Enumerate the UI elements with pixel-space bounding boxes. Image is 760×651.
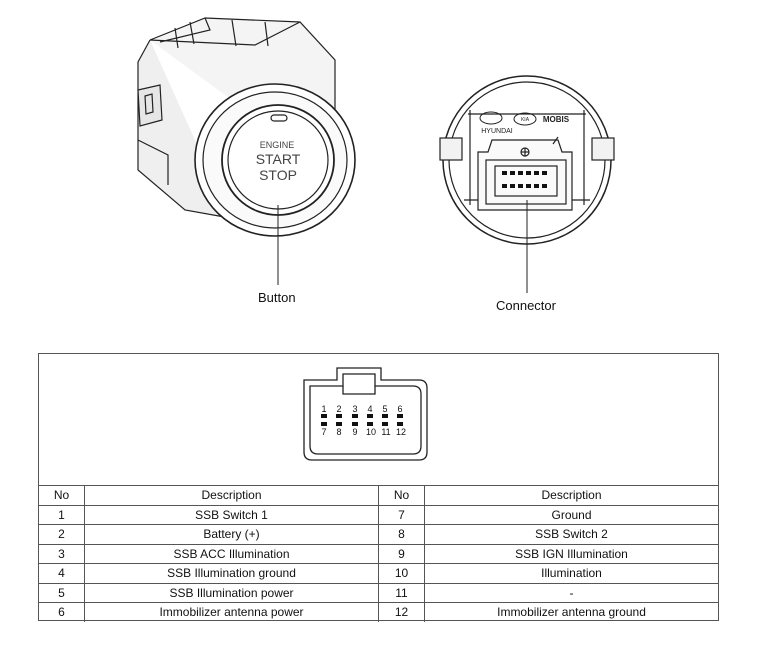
table-row: 1 SSB Switch 1 7 Ground — [39, 504, 718, 525]
pin-number: 9 — [378, 543, 425, 564]
pin-description-table: No Description No Description 1 SSB Swit… — [39, 485, 718, 622]
pin-label: 4 — [367, 404, 372, 414]
table-row: 4 SSB Illumination ground 10 Illuminatio… — [39, 563, 718, 584]
pin-label: 11 — [381, 427, 390, 437]
pin-number: 8 — [378, 524, 425, 545]
table-row: 3 SSB ACC Illumination 9 SSB IGN Illumin… — [39, 543, 718, 564]
hyundai-logo: HYUNDAI — [479, 111, 513, 135]
pin-description: SSB ACC Illumination — [84, 543, 379, 564]
table-row: 6 Immobilizer antenna power 12 Immobiliz… — [39, 602, 718, 622]
pin-label: 8 — [336, 427, 341, 437]
pin-description: Ground — [424, 504, 718, 525]
component-illustrations: ENGINE START STOP HYUNDAI KIA M — [137, 17, 615, 293]
kia-logo: KIA — [513, 112, 537, 126]
mobis-logo-text: MOBIS — [543, 115, 570, 124]
pin-description: SSB IGN Illumination — [424, 543, 718, 564]
connector-pin-dots — [502, 171, 547, 188]
start-stop-button-illustration — [137, 17, 356, 237]
pin-assignment-table: 1 2 3 4 5 6 7 8 9 10 11 12 No Descriptio… — [38, 353, 719, 622]
pin-number: 4 — [39, 563, 85, 584]
pin-label: 6 — [397, 404, 402, 414]
button-face-start: START — [256, 151, 301, 167]
pin-description: SSB Illumination power — [84, 582, 379, 603]
hyundai-logo-text: HYUNDAI — [481, 128, 513, 135]
pin-label: 1 — [321, 404, 326, 414]
connector-pinout-diagram: 1 2 3 4 5 6 7 8 9 10 11 12 — [303, 367, 428, 461]
pin-description: Immobilizer antenna power — [84, 602, 379, 622]
button-callout-label: Button — [258, 290, 296, 305]
pin-label: 2 — [336, 404, 341, 414]
button-face-stop: STOP — [259, 167, 297, 183]
pin-label: 10 — [366, 427, 376, 437]
connector-callout-label: Connector — [496, 298, 556, 313]
pin-label: 7 — [321, 427, 326, 437]
pin-number: 3 — [39, 543, 85, 564]
pin-label: 3 — [352, 404, 357, 414]
pin-description: SSB Switch 2 — [424, 524, 718, 545]
table-header-row: No Description No Description — [39, 485, 718, 506]
pin-description: - — [424, 582, 718, 603]
pinout-labels-top: 1 2 3 4 5 6 — [321, 404, 402, 414]
pin-number: 5 — [39, 582, 85, 603]
pin-number: 10 — [378, 563, 425, 584]
pin-label: 12 — [396, 427, 406, 437]
pin-label: 9 — [352, 427, 357, 437]
header-no: No — [378, 485, 425, 506]
pin-description: SSB Illumination ground — [84, 563, 379, 584]
pin-number: 12 — [378, 602, 425, 622]
pin-description: SSB Switch 1 — [84, 504, 379, 525]
button-face-engine: ENGINE — [260, 140, 295, 150]
pin-number: 1 — [39, 504, 85, 525]
header-no: No — [39, 485, 85, 506]
header-description: Description — [424, 485, 718, 506]
pin-number: 7 — [378, 504, 425, 525]
connector-view-illustration — [439, 75, 615, 245]
pin-number: 11 — [378, 582, 425, 603]
pin-label: 5 — [382, 404, 387, 414]
pin-description: Battery (+) — [84, 524, 379, 545]
pin-number: 6 — [39, 602, 85, 622]
pin-number: 2 — [39, 524, 85, 545]
pin-description: Illumination — [424, 563, 718, 584]
table-row: 5 SSB Illumination power 11 - — [39, 582, 718, 603]
pin-description: Immobilizer antenna ground — [424, 602, 718, 622]
pinout-labels-bottom: 7 8 9 10 11 12 — [321, 427, 406, 437]
kia-logo-text: KIA — [521, 117, 530, 123]
table-row: 2 Battery (+) 8 SSB Switch 2 — [39, 524, 718, 545]
header-description: Description — [84, 485, 379, 506]
